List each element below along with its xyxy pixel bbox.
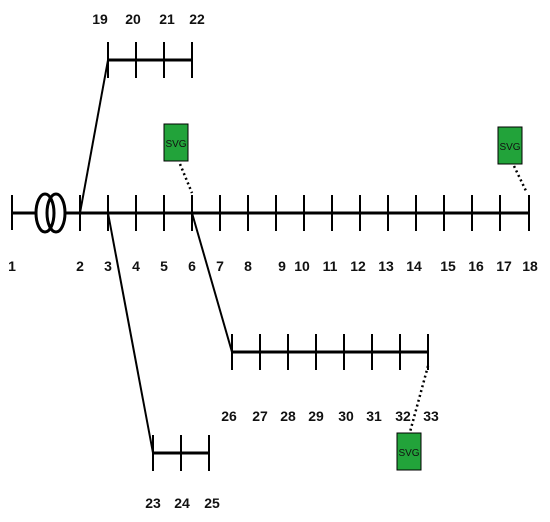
svg-device-label: SVG (499, 142, 520, 153)
bus-label-10: 10 (294, 258, 310, 274)
bus-label-13: 13 (378, 258, 394, 274)
bus-label-25: 25 (204, 495, 220, 511)
bus-label-1: 1 (8, 258, 16, 274)
bus-label-33: 33 (423, 408, 439, 424)
branch-3-23 (107, 212, 154, 454)
transformer-icon (34, 192, 67, 234)
compensator-links (178, 163, 529, 433)
bus-label-22: 22 (189, 11, 205, 27)
bus-label-26: 26 (221, 408, 237, 424)
bus-label-8: 8 (244, 258, 252, 274)
svg-device-label: SVG (398, 448, 419, 459)
bus-label-14: 14 (406, 258, 422, 274)
bus-label-30: 30 (338, 408, 354, 424)
branch-2-19 (79, 59, 109, 214)
bus-ticks (79, 42, 530, 471)
bus-label-16: 16 (468, 258, 484, 274)
bus-label-4: 4 (132, 258, 140, 274)
bus-label-9: 9 (278, 258, 286, 274)
bus-label-5: 5 (160, 258, 168, 274)
branch-6-26 (191, 212, 233, 353)
bus-label-27: 27 (252, 408, 268, 424)
bus-label-24: 24 (174, 495, 190, 511)
bus-label-11: 11 (323, 258, 338, 274)
bus-label-23: 23 (145, 495, 161, 511)
bus-label-15: 15 (440, 258, 456, 274)
bus-label-31: 31 (366, 408, 382, 424)
bus-labels: 1 2 3 4 5 6 7 8 9 10 11 12 13 14 15 16 1… (8, 11, 538, 511)
bus-label-32: 32 (395, 408, 411, 424)
bus-label-21: 21 (159, 11, 175, 27)
bus-label-6: 6 (188, 258, 196, 274)
bus-label-29: 29 (308, 408, 324, 424)
bus-label-20: 20 (125, 11, 141, 27)
bus-label-18: 18 (522, 258, 538, 274)
bus-label-2: 2 (76, 258, 84, 274)
bus-label-7: 7 (216, 258, 224, 274)
network-lines (11, 58, 529, 455)
bus-label-17: 17 (496, 258, 512, 274)
bus-label-12: 12 (350, 258, 366, 274)
bus-label-19: 19 (92, 11, 108, 27)
bus-label-3: 3 (104, 258, 112, 274)
svg-device-label: SVG (165, 139, 186, 150)
bus-label-28: 28 (280, 408, 296, 424)
